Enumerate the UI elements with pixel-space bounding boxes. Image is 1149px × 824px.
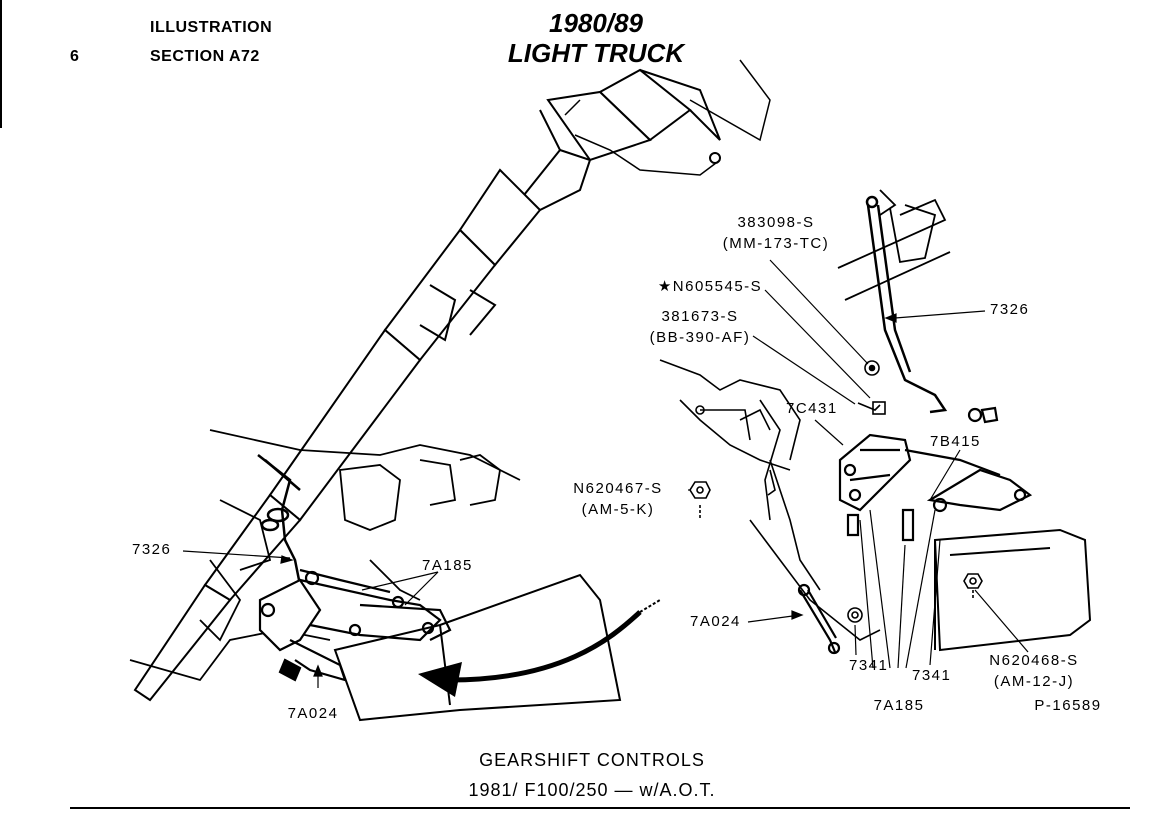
- label-7341-a: 7341: [849, 657, 889, 674]
- label-left-7326: 7326: [132, 541, 172, 558]
- column-right: [837, 189, 951, 301]
- label-383098s: 383098-S: [737, 214, 815, 231]
- label-7b415: 7B415: [930, 433, 981, 450]
- caption-title: GEARSHIFT CONTROLS: [479, 750, 705, 770]
- label-right-7326: 7326: [990, 301, 1030, 318]
- label-n620467s: N620467-S: [573, 480, 663, 497]
- label-right-7a024: 7A024: [690, 613, 741, 630]
- label-n620468s: N620468-S: [989, 652, 1079, 669]
- label-7341-b: 7341: [912, 667, 952, 684]
- label-am-12-j: (AM-12-J): [993, 673, 1075, 690]
- shift-rod-left: [257, 454, 302, 586]
- right-leaders: [688, 259, 1029, 669]
- label-left-7a024: 7A024: [287, 705, 339, 722]
- label-bb-390-af: (BB-390-AF): [649, 329, 751, 346]
- label-381673s: 381673-S: [661, 308, 739, 325]
- fasteners-right: [689, 360, 983, 623]
- label-left-7a185: 7A185: [422, 557, 473, 574]
- linkage-left: [258, 568, 452, 682]
- caption-subtitle: 1981/ F100/250 — w/A.O.T.: [468, 780, 716, 800]
- label-n605545s: ★N605545-S: [657, 278, 763, 295]
- figure-id: P-16589: [1034, 697, 1102, 714]
- label-right-7a185: 7A185: [873, 697, 925, 714]
- lever-7a024-right: [797, 583, 841, 655]
- label-am-5-k: (AM-5-K): [581, 501, 655, 518]
- shift-rod-right: [865, 195, 948, 414]
- title-light-truck: LIGHT TRUCK: [507, 38, 685, 68]
- header-illustration: ILLUSTRATION: [150, 19, 273, 36]
- linkage-right: [838, 406, 1033, 542]
- label-7c431: 7C431: [786, 400, 838, 417]
- frame-rail-right: [933, 528, 1092, 652]
- page-number: 6: [70, 48, 80, 65]
- title-year: 1980/89: [549, 8, 643, 38]
- header-section: SECTION A72: [150, 48, 260, 65]
- left-leaders: [182, 550, 439, 688]
- direction-arrow: [418, 599, 661, 697]
- steering-column: [133, 59, 771, 702]
- label-mm-173-tc: (MM-173-TC): [722, 235, 830, 252]
